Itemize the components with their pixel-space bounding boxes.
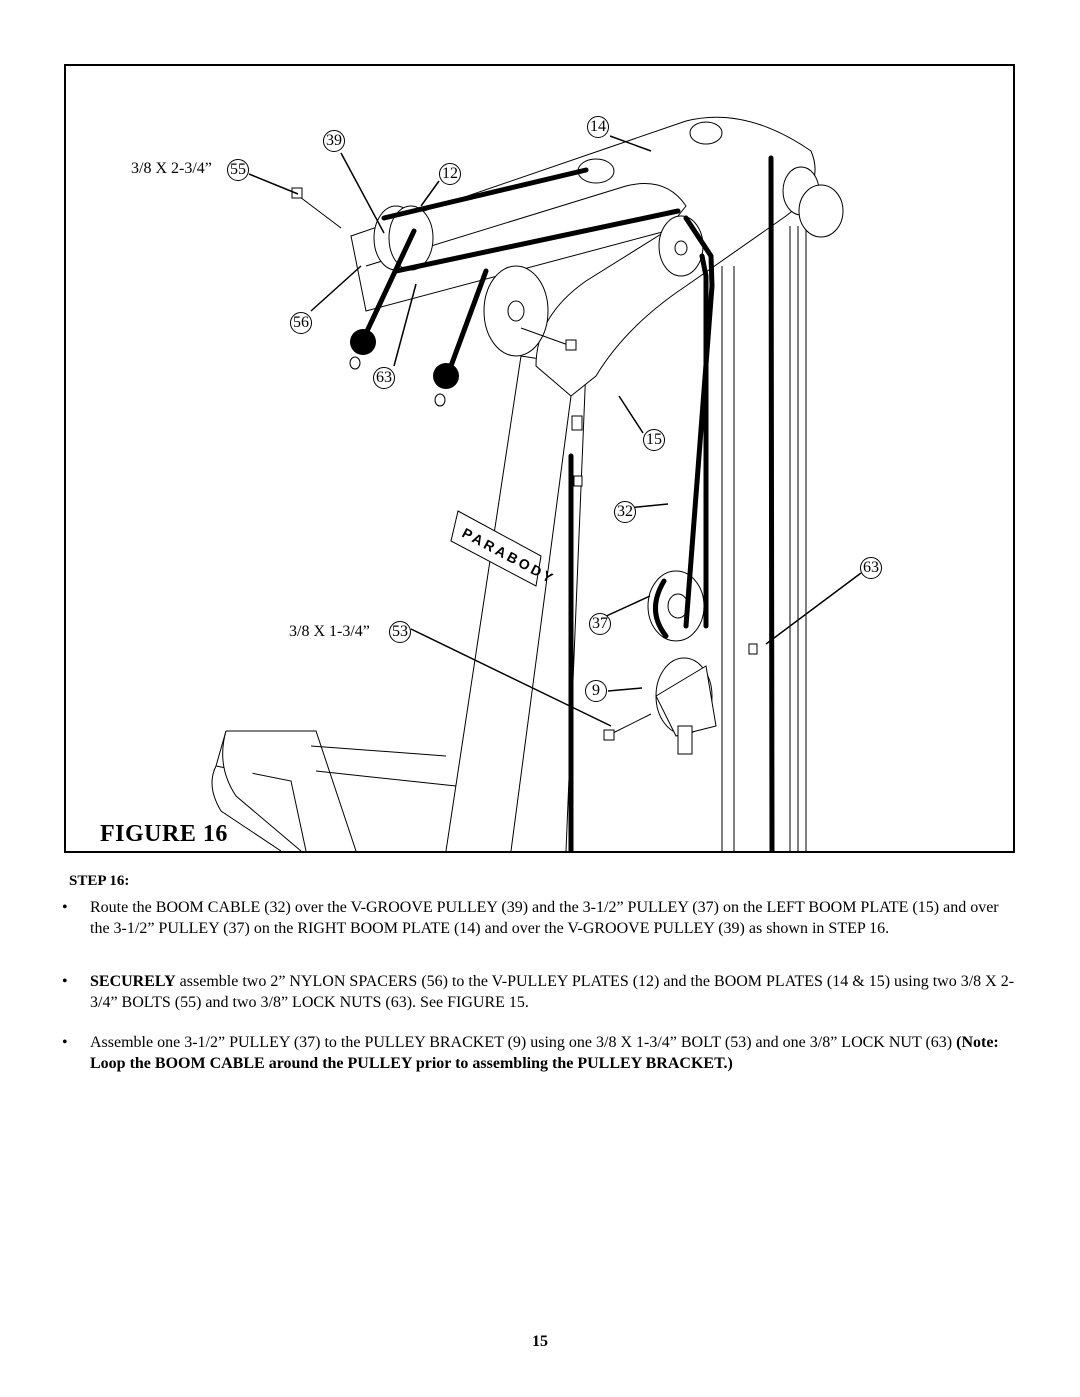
cable-stop-ball xyxy=(433,363,459,389)
seat-pad xyxy=(211,730,302,851)
pulley-front-left-hub xyxy=(507,300,525,322)
instruction-text: Route the BOOM CABLE (32) over the V-GRO… xyxy=(90,899,999,937)
boom-cable-loop xyxy=(653,253,709,639)
exploded-assembly-diagram: PARABODY xyxy=(211,116,862,851)
leader-line xyxy=(410,628,612,727)
bolt-55 xyxy=(295,193,342,229)
bolt-boom xyxy=(520,327,572,347)
figure-caption: FIGURE 16 xyxy=(100,821,228,847)
cable-eye xyxy=(434,393,446,407)
instruction-body: assemble two 2” NYLON SPACERS (56) to th… xyxy=(90,973,1015,1011)
callout-12: 12 xyxy=(439,163,461,185)
pulley-upper-hub xyxy=(674,240,688,256)
nut xyxy=(573,475,583,487)
callout-53: 53 xyxy=(389,621,411,643)
instruction-item: • Route the BOOM CABLE (32) over the V-G… xyxy=(62,897,1022,939)
leader-line xyxy=(765,572,862,645)
leader-line xyxy=(340,152,385,234)
leader-line xyxy=(248,173,299,195)
callout-63-top: 63 xyxy=(373,367,395,389)
leader-line xyxy=(618,395,644,434)
figure-frame: PARABODY 39 14 3/8 X 2-3/4” 55 xyxy=(64,64,1015,853)
instruction-text: Assemble one 3-1/2” PULLEY (37) to the P… xyxy=(90,1032,1022,1074)
callout-14: 14 xyxy=(587,116,609,138)
pulley-bracket xyxy=(655,665,717,737)
leader-line xyxy=(420,180,440,207)
callout-56: 56 xyxy=(290,312,312,334)
boom-end-cap-front xyxy=(798,184,844,238)
bullet-icon: • xyxy=(62,1034,68,1051)
callout-32: 32 xyxy=(614,501,636,523)
callout-37: 37 xyxy=(589,613,611,635)
leader-line xyxy=(609,135,652,152)
instruction-text: SECURELY assemble two 2” NYLON SPACERS (… xyxy=(90,971,1022,1013)
bullet-icon: • xyxy=(62,899,68,916)
leader-line xyxy=(310,265,362,312)
leader-line xyxy=(607,687,643,692)
callout-9: 9 xyxy=(585,680,607,702)
instruction-item: • SECURELY assemble two 2” NYLON SPACERS… xyxy=(62,971,1022,1013)
cable-eye xyxy=(349,356,361,370)
parabody-logo-plate xyxy=(450,510,542,587)
instruction-item: • Assemble one 3-1/2” PULLEY (37) to the… xyxy=(62,1032,1022,1074)
bolt-55-size-label: 3/8 X 2-3/4” xyxy=(131,160,212,177)
bolt-53-size-label: 3/8 X 1-3/4” xyxy=(289,623,370,640)
boom-cable xyxy=(358,155,775,851)
bolt-head xyxy=(603,729,615,741)
bullet-icon: • xyxy=(62,973,68,990)
callout-55: 55 xyxy=(227,159,249,181)
instruction-emphasis: SECURELY xyxy=(90,973,176,990)
leader-line xyxy=(393,283,417,367)
instruction-body: Assemble one 3-1/2” PULLEY (37) to the P… xyxy=(90,1034,957,1051)
instruction-note: (Note: Loop the BOOM CABLE around the PU… xyxy=(90,1034,999,1072)
upright-frame xyxy=(445,355,587,851)
callout-63-bottom: 63 xyxy=(860,557,882,579)
nut xyxy=(748,643,758,655)
nut xyxy=(571,415,583,431)
page-number: 15 xyxy=(532,1333,548,1350)
bolt-head xyxy=(565,339,577,351)
cable-stop-ball xyxy=(350,329,376,355)
bolt-53 xyxy=(610,713,652,735)
boom-plate-left xyxy=(365,183,687,267)
callout-15: 15 xyxy=(643,429,665,451)
callout-39: 39 xyxy=(323,130,345,152)
step-heading: STEP 16: xyxy=(69,873,130,889)
pulley-top-right xyxy=(689,121,723,145)
bracket-post xyxy=(677,725,693,755)
